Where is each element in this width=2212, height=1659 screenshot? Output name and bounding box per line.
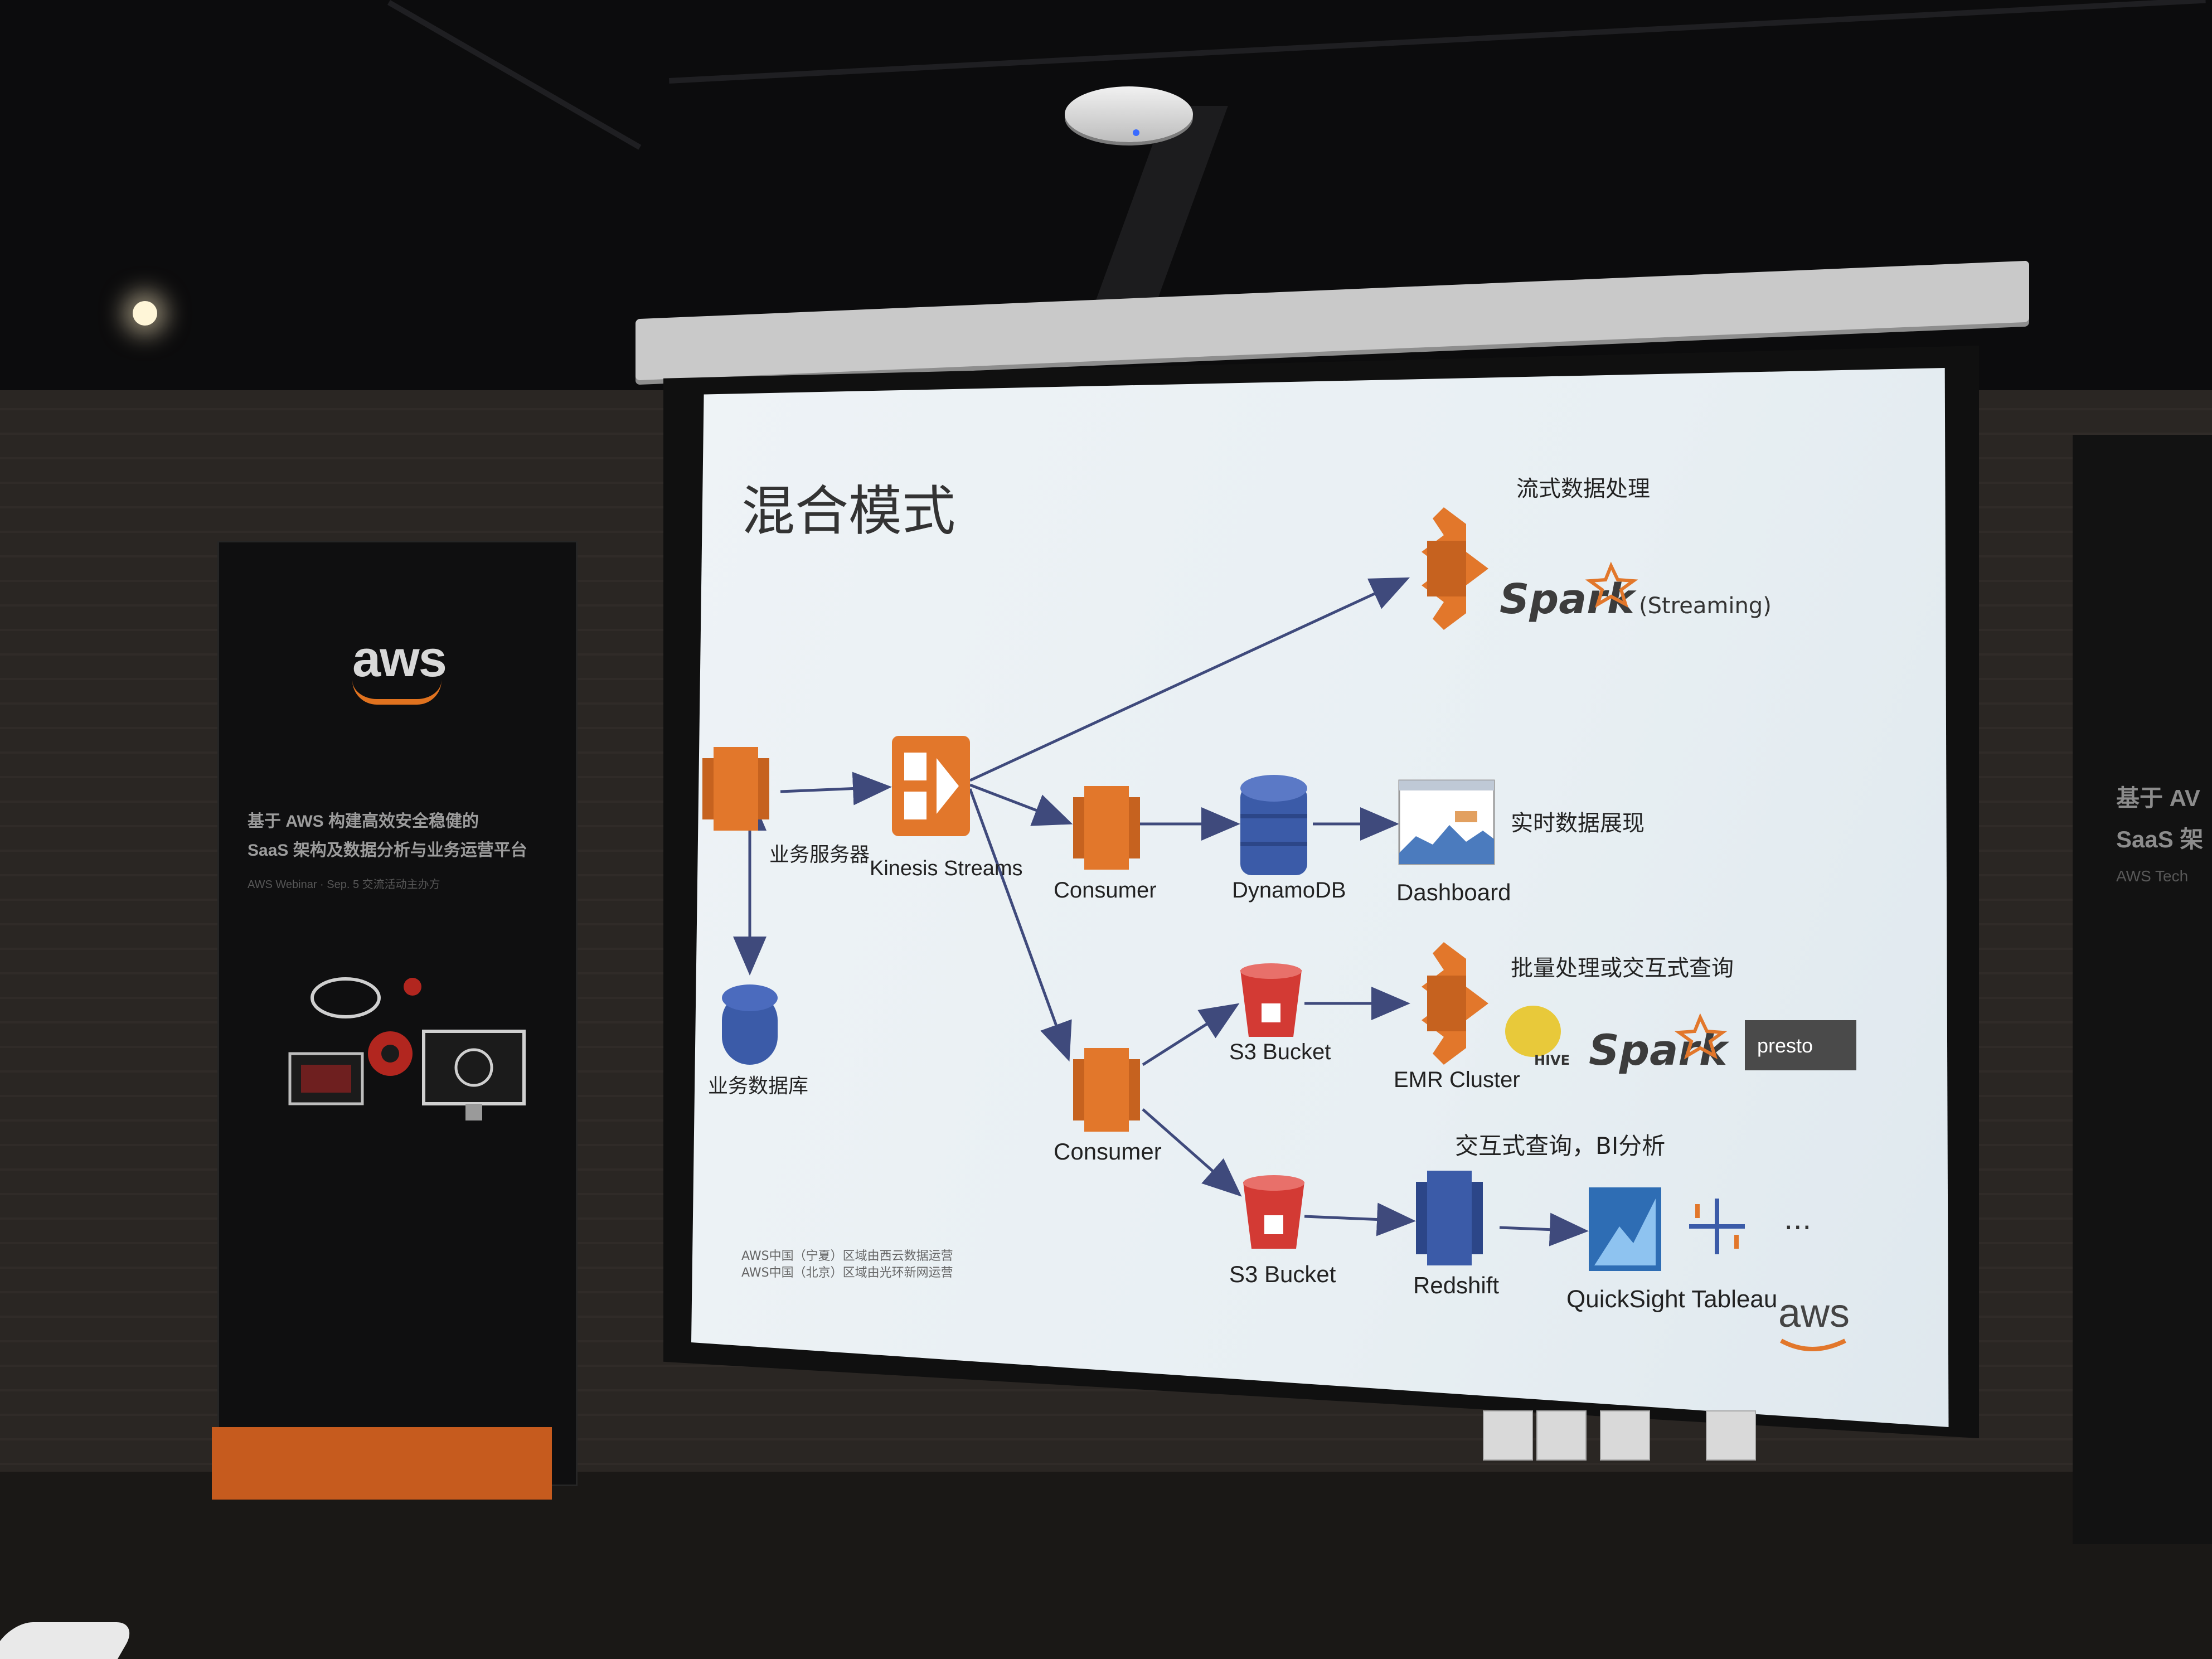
spark-star-icon [1674,1013,1728,1060]
floor [0,1472,2212,1659]
emr-icon [1422,507,1488,630]
presto-logo-text: presto [1757,1034,1813,1057]
arrow-consumer-to-s3-1 [1142,1003,1240,1066]
consumer-1-label: Consumer [1054,878,1157,903]
footnote-1: AWS中国（宁夏）区域由西云数据运营 [741,1249,953,1263]
banner-aws-logo: aws [352,630,447,687]
cloud-icon [311,977,381,1018]
s3-bucket-icon [1243,1175,1304,1249]
consumer-2-label: Consumer [1054,1138,1162,1165]
arrow-redshift-to-quicksight [1499,1212,1589,1246]
spark-star-icon [1585,561,1638,608]
ec2-instance-icon [1073,786,1140,870]
emr-cluster-label: EMR Cluster [1394,1068,1520,1092]
arrow-server-to-kinesis [780,772,892,806]
aws-smile-icon [352,680,442,705]
arrow-kinesis-to-spark [969,577,1410,782]
arrow-kinesis-to-consumer-2 [968,788,1072,1062]
quicksight-tableau-label: QuickSight Tableau [1566,1286,1777,1313]
right-banner [2073,435,2212,1544]
batch-header: 批量处理或交互式查询 [1511,955,1734,981]
flow-arrows [733,577,1589,1246]
architecture-diagram: 混合模式 流式数据处理 Spark (Streaming) [702,476,1856,1351]
emr-icon [1422,942,1488,1065]
aws-smile-icon [1780,1338,1846,1351]
kinesis-label: Kinesis Streams [870,857,1023,880]
presentation-slide: 混合模式 流式数据处理 Spark (Streaming) [691,368,1949,1427]
wifi-access-point [1065,86,1193,142]
phone-corner [0,1622,139,1659]
banner-title-line-1: 基于 AWS 构建高效安全稳健的 [248,812,479,831]
hive-logo-icon: HIVE [1505,1006,1570,1068]
dashboard-icon [1398,779,1495,865]
power-outlet [1600,1410,1650,1461]
s3-bucket-2-label: S3 Bucket [1229,1261,1336,1287]
banner-title-line-2: SaaS 架构及数据分析与业务运营平台 [248,841,527,860]
s3-bucket-1-label: S3 Bucket [1229,1040,1331,1064]
ec2-instance-icon [1073,1048,1140,1132]
power-outlet [1706,1410,1756,1461]
right-banner-line-1: 基于 AV [2116,785,2200,811]
banner-illustration [288,977,526,1120]
right-banner-line-2: SaaS 架 [2116,826,2204,852]
dynamodb-icon [1240,775,1307,875]
gear-icon [368,1031,413,1076]
dynamodb-label: DynamoDB [1232,878,1346,903]
banner-subtitle: AWS Webinar · Sep. 5 交流活动主办方 [248,879,440,891]
right-banner-line-3: AWS Tech [2116,867,2189,885]
s3-bucket-icon [1240,963,1302,1037]
dashboard-label: Dashboard [1396,879,1511,905]
business-db-label: 业务数据库 [708,1075,808,1098]
tableau-icon [1689,1199,1745,1254]
business-server-label: 业务服务器 [769,843,870,866]
kinesis-icon [892,736,970,836]
arrow-consumer-to-s3-2 [1142,1108,1242,1197]
quicksight-icon [1589,1187,1661,1271]
realtime-display-label: 实时数据展现 [1511,811,1645,836]
banner-base-stripe [212,1427,552,1500]
laptop-icon [288,1052,364,1105]
power-outlet [1536,1410,1587,1461]
redshift-icon [1416,1171,1483,1265]
presto-logo-icon: presto [1745,1020,1856,1070]
ceiling-lamp [133,301,157,326]
ec2-instance-icon [702,747,769,831]
more-tools-ellipsis: ··· [1784,1211,1812,1245]
slide-aws-logo: aws [1778,1291,1850,1336]
power-outlet [1483,1410,1533,1461]
hive-logo-text: HIVE [1534,1052,1570,1068]
bi-header: 交互式查询，BI分析 [1455,1132,1665,1160]
streaming-tag: (Streaming) [1639,593,1772,619]
footnote-2: AWS中国（北京）区域由光环新网运营 [741,1266,953,1280]
streaming-header: 流式数据处理 [1516,476,1650,502]
redshift-label: Redshift [1413,1272,1499,1298]
status-led-icon [1133,129,1139,136]
pin-icon [404,978,421,996]
database-icon [722,984,778,1065]
arrow-kinesis-to-consumer-1 [969,783,1073,826]
arrow-s3-to-redshift [1304,1202,1416,1236]
slide-title: 混合模式 [741,480,955,542]
monitor-icon [422,1030,526,1120]
